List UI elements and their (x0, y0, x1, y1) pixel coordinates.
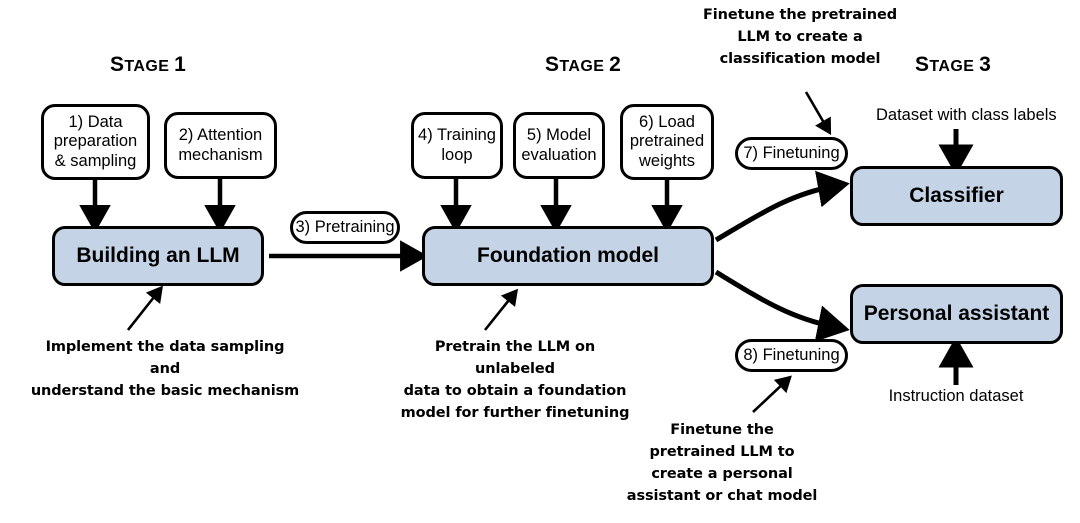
step-box-attention-mechanism[interactable]: 2) Attention mechanism (164, 112, 277, 179)
main-box-foundation-model[interactable]: Foundation model (422, 226, 714, 286)
caption-stage1-line-2: understand the basic mechanism (30, 383, 300, 400)
caption-stage2-line-2: data to obtain a foundation (403, 383, 627, 400)
step-box-data-preparation[interactable]: 1) Data preparation & sampling (41, 104, 150, 180)
step-box-model-evaluation[interactable]: 5) Model evaluation (513, 112, 605, 179)
stage-1-rest: TAGE (124, 58, 175, 75)
caption-stage2-line-1: Pretrain the LLM on unlabeled (434, 339, 596, 378)
stage-2-num: 2 (609, 53, 622, 76)
caption-assistant-line-3: create a personal (651, 466, 793, 483)
caption-stage2: Pretrain the LLM on unlabeled data to ob… (395, 336, 635, 424)
step-box-load-pretrained-weights[interactable]: 6) Load pretrained weights (620, 104, 714, 180)
pill-finetuning-assistant[interactable]: 8) Finetuning (735, 339, 848, 372)
caption-classifier: Finetune the pretrained LLM to create a … (700, 4, 900, 70)
stage-2-prefix: S (545, 53, 560, 76)
caption-classifier-line-1: Finetune the pretrained (702, 7, 898, 23)
stage-3-rest: TAGE (929, 58, 980, 75)
main-box-personal-assistant[interactable]: Personal assistant (850, 284, 1063, 344)
pointer-note-stage2 (483, 288, 519, 331)
pill-finetuning-classifier[interactable]: 7) Finetuning (735, 137, 848, 170)
stage-heading-2: STAGE 2 (545, 53, 621, 77)
stage-3-num: 3 (979, 53, 992, 76)
caption-assistant-line-1: Finetune the (670, 422, 774, 438)
arrow-foundation-to-assistant (714, 269, 850, 342)
caption-assistant-line-2: pretrained LLM to (649, 444, 795, 461)
stage-3-prefix: S (915, 53, 930, 76)
caption-assistant-line-4: assistant or chat model (626, 488, 818, 505)
caption-stage1-line-1: Implement the data sampling and (45, 339, 285, 378)
pointer-note-assistant (752, 375, 792, 413)
stage-1-num: 1 (174, 53, 187, 76)
step-box-training-loop[interactable]: 4) Training loop (411, 112, 503, 179)
pointer-note-classifier (804, 91, 832, 135)
caption-stage2-line-3: model for further finetuning (400, 405, 630, 422)
note-dataset-with-class-labels: Dataset with class labels (876, 106, 1057, 124)
caption-classifier-line-2: LLM to create a (737, 29, 863, 46)
main-box-classifier[interactable]: Classifier (850, 166, 1063, 226)
stage-heading-3: STAGE 3 (915, 53, 991, 77)
caption-classifier-line-3: classification model (719, 51, 881, 68)
caption-assistant: Finetune the pretrained LLM to create a … (622, 419, 822, 507)
main-box-building-an-llm[interactable]: Building an LLM (52, 226, 264, 286)
arrow-foundation-to-classifier (714, 170, 850, 243)
stage-2-rest: TAGE (559, 58, 610, 75)
stage-heading-1: STAGE 1 (110, 53, 186, 77)
caption-stage1: Implement the data sampling and understa… (30, 336, 300, 402)
stage-1-prefix: S (110, 53, 125, 76)
note-instruction-dataset: Instruction dataset (888, 387, 1024, 405)
pill-pretraining[interactable]: 3) Pretraining (290, 211, 400, 244)
pointer-note-stage1 (126, 285, 163, 331)
